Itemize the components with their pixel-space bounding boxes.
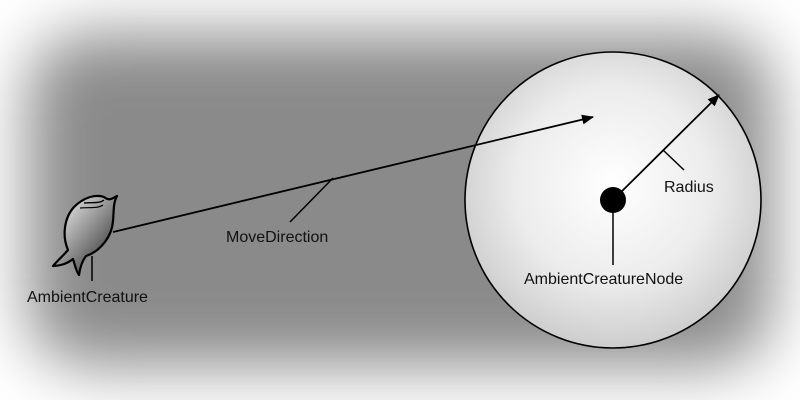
- ambient-creature-label: AmbientCreature: [27, 289, 148, 306]
- radius-label: Radius: [664, 179, 714, 196]
- move-direction-label: MoveDirection: [226, 229, 328, 246]
- fish-icon: [51, 194, 119, 277]
- move-direction-leader: [289, 177, 334, 223]
- radius-arrow: [612, 94, 720, 201]
- radius-leader: [662, 149, 685, 171]
- node-dot-icon: [600, 187, 626, 213]
- move-direction-arrow: [112, 114, 594, 233]
- ambient-creature-node-label: AmbientCreatureNode: [524, 271, 683, 288]
